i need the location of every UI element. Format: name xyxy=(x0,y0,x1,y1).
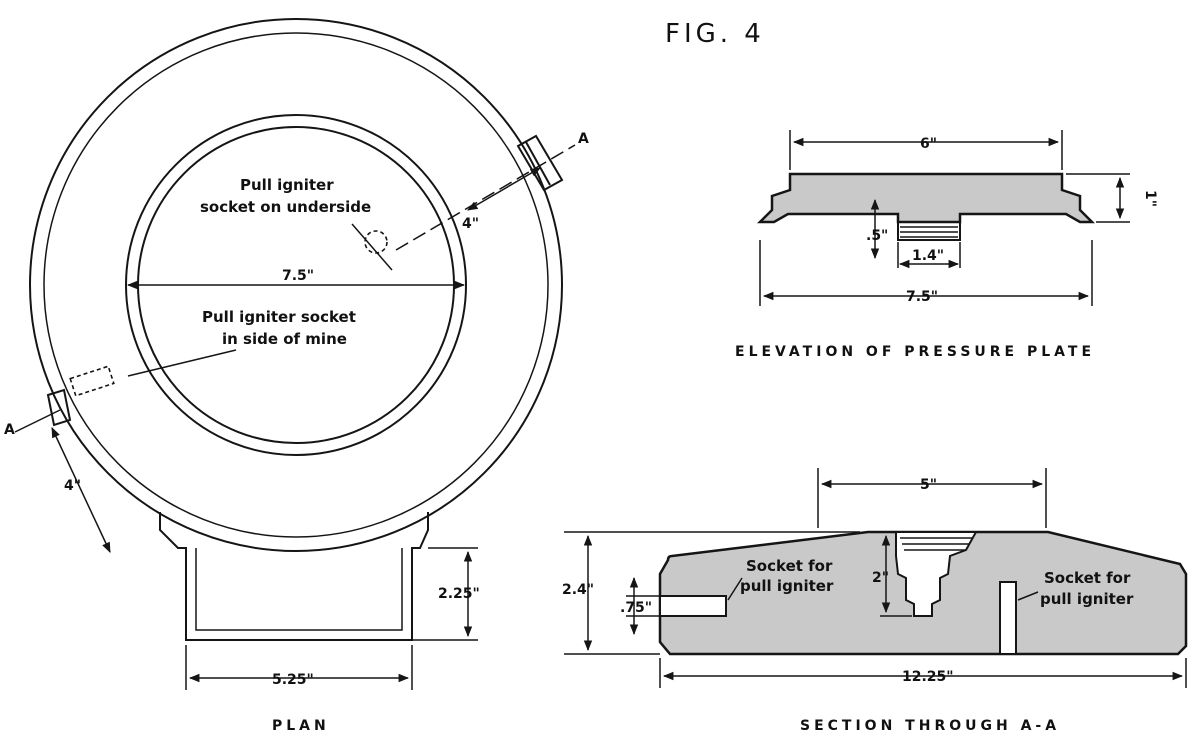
section-left-socket xyxy=(659,595,727,617)
plan-inner-ring-outer xyxy=(125,114,467,456)
plan-caption: PLAN xyxy=(272,718,330,734)
plan-offset-dim-top xyxy=(467,167,541,211)
plan-offset-dim-bottom xyxy=(51,427,111,553)
pp-boss-width-label: 1.4" xyxy=(912,248,944,264)
plan-leader-top xyxy=(351,223,393,271)
section-view: 5" 2.4" .75" 2" 12.25" Socket for pull i… xyxy=(562,468,1188,734)
pressure-plate-boss xyxy=(897,222,961,241)
pressure-plate-body xyxy=(756,172,1096,224)
section-right-socket xyxy=(999,581,1017,655)
plan-offset-label-top: 4" xyxy=(462,216,479,232)
plan-side-socket xyxy=(69,365,115,397)
plan-note-side-line2: in side of mine xyxy=(222,330,347,348)
pp-boss-height-label: .5" xyxy=(866,228,888,244)
plan-offset-label-bottom: 4" xyxy=(64,478,81,494)
figure-title: FIG. 4 xyxy=(665,19,765,49)
pressure-plate-elevation: 6" 1" .5" 1.4" 7.5" ELEVATION OF PRESSUR… xyxy=(735,130,1158,360)
pressure-plate-caption: ELEVATION OF PRESSURE PLATE xyxy=(735,344,1095,360)
plan-carry-handle xyxy=(159,512,429,641)
plan-section-marker-top: A xyxy=(578,131,589,147)
section-center-well xyxy=(895,531,978,617)
plan-view: A A 7.5" 4" 4" 2.25" 5.25" Pull igniter … xyxy=(4,18,589,734)
pp-top-width-label: 6" xyxy=(920,136,937,152)
plan-handle-height-label: 2.25" xyxy=(438,586,480,602)
section-note-left-line1: Socket for xyxy=(746,557,833,575)
plan-diameter-label: 7.5" xyxy=(282,268,314,284)
plan-clip-top-right xyxy=(516,134,564,192)
plan-handle-width-label: 5.25" xyxy=(272,672,314,688)
section-socket-height-label: .75" xyxy=(620,600,652,616)
section-length-label: 12.25" xyxy=(902,669,954,685)
plan-outer-rim xyxy=(29,18,563,552)
section-note-right-line1: Socket for xyxy=(1044,569,1131,587)
plan-note-side-line1: Pull igniter socket xyxy=(202,308,356,326)
section-top-label: 5" xyxy=(920,477,937,493)
section-note-right-leader xyxy=(1017,591,1039,601)
plan-ring-edge xyxy=(43,32,549,538)
section-height-label: 2.4" xyxy=(562,582,594,598)
plan-carry-handle-inner xyxy=(195,548,403,631)
plan-leader-side xyxy=(127,349,237,377)
plan-section-marker-bottom: A xyxy=(4,422,15,438)
plan-underside-socket xyxy=(364,230,388,254)
section-caption: SECTION THROUGH A-A xyxy=(800,718,1060,734)
pp-base-width-label: 7.5" xyxy=(906,289,938,305)
plan-note-top-line2: socket on underside xyxy=(200,198,371,216)
section-well-depth-label: 2" xyxy=(872,570,889,586)
pp-height-label: 1" xyxy=(1142,190,1158,207)
section-note-left-line2: pull igniter xyxy=(740,577,834,595)
plan-note-top-line1: Pull igniter xyxy=(240,176,334,194)
plan-clip-left xyxy=(46,388,72,427)
section-note-right-line2: pull igniter xyxy=(1040,590,1134,608)
plan-section-line-bottom xyxy=(14,409,61,433)
section-note-left-leader xyxy=(727,577,743,601)
